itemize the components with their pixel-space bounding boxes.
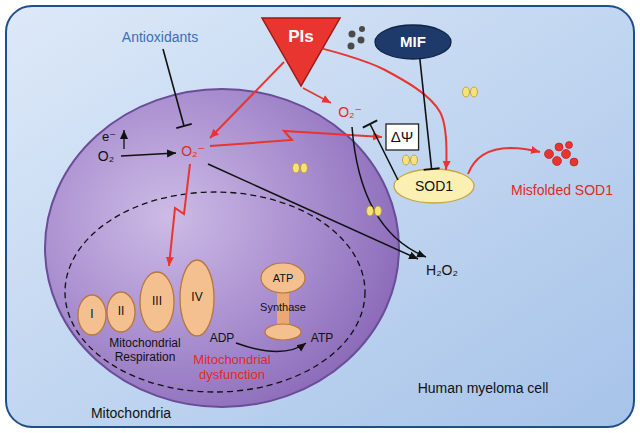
text-slot: Mitochondrial dysfunction (184, 353, 280, 383)
inhibition-bar (424, 168, 440, 170)
molecule-label: O₂⁻ (338, 104, 362, 120)
inhibition-bar (363, 120, 377, 127)
text-slot: Synthase (260, 301, 306, 314)
text-slot: O₂ (98, 148, 114, 164)
inhibition-line (370, 124, 398, 180)
node-label: ΔΨ (391, 128, 414, 145)
mif-dots (348, 26, 366, 50)
synthase-head (261, 263, 305, 293)
ellipse-outline (394, 169, 474, 203)
text-slot: IV (191, 291, 202, 305)
text-slot: Antioxidants (122, 29, 198, 45)
atp-synthase: ATP Synthase (255, 262, 311, 342)
node-label: III (152, 295, 162, 309)
ellipse-outline (375, 25, 451, 59)
text-slot: e⁻ (102, 130, 116, 145)
black-arrow (208, 164, 418, 259)
synthase-base (265, 324, 301, 340)
text-slot: III (152, 295, 162, 309)
inhibition-line (163, 49, 184, 126)
text-slot: H₂O₂ (426, 262, 458, 278)
connector (420, 59, 432, 169)
text-slot: O₂⁻ (181, 143, 205, 159)
process-label: Misfolded SOD1 (511, 182, 613, 198)
triangle-outline (262, 18, 340, 86)
text-slot: ATP (311, 332, 333, 346)
text-slot: Mitochondrial Respiration (99, 337, 191, 365)
sod1-dimers (293, 87, 478, 216)
node-label: I (90, 308, 93, 322)
molecule-label: O₂ (98, 148, 114, 164)
text-slot: II (118, 305, 125, 319)
node-label: SOD1 (415, 178, 453, 194)
ellipse-outline (180, 260, 214, 336)
text-slot: I (90, 308, 93, 322)
text-slot: SOD1 (415, 178, 453, 194)
box-outline (386, 124, 419, 150)
molecule-label: O₂⁻ (181, 143, 205, 159)
complex-ellipse: III (140, 272, 174, 332)
cell-outline: Human myeloma cellPIsMIFMitochondriaIIII… (5, 5, 635, 428)
mif-ellipse: MIF (375, 25, 451, 59)
potential-box: ΔΨ (386, 124, 419, 150)
text-slot: PIs (288, 27, 314, 47)
node-label: Human myeloma cell (418, 380, 549, 396)
inhibition-bar (176, 124, 191, 128)
mitochondrion-membrane (45, 89, 399, 407)
ellipse-outline (107, 292, 135, 332)
inner-membrane (65, 192, 365, 392)
node-label: MIF (400, 33, 426, 50)
red-arrow (468, 148, 540, 174)
red-arrow (303, 88, 331, 103)
complex-ellipse: I (78, 295, 106, 335)
node-label: IV (191, 291, 202, 305)
node-label: ATP (273, 272, 294, 285)
process-label: Mitochondrial dysfunction (184, 353, 280, 383)
connector (322, 49, 446, 170)
ellipse-outline (78, 295, 106, 335)
misfolded-aggregate (545, 142, 579, 167)
node-label: II (118, 305, 125, 319)
process-label: Mitochondrial Respiration (99, 337, 191, 365)
red-arrow (210, 62, 284, 138)
lightning-bolt (169, 164, 190, 266)
complex-ellipse: IV (180, 260, 214, 336)
lightning-bolt (210, 131, 382, 146)
black-arrow (352, 127, 426, 257)
molecule-label: ATP (311, 332, 333, 346)
text-slot: Misfolded SOD1 (511, 182, 613, 198)
text-slot: O₂⁻ (338, 104, 362, 120)
cell-outline (6, 6, 634, 427)
ellipse-outline (140, 272, 174, 332)
text-slot: ΔΨ (391, 128, 414, 145)
text-slot: Human myeloma cell (418, 380, 549, 396)
electron-label: e⁻ (102, 130, 116, 145)
molecule-label: ADP (210, 332, 235, 346)
node-label: Mitochondria (91, 405, 171, 421)
black-arrow (236, 343, 306, 352)
node-label: PIs (288, 27, 314, 47)
sod1-ellipse: SOD1 (394, 169, 474, 203)
drug-triangle: PIs (262, 18, 340, 86)
electron-arrow (123, 130, 124, 149)
text-slot: MIF (400, 33, 426, 50)
text-slot: Mitochondria (91, 405, 171, 421)
black-arrow (121, 153, 176, 156)
complex-ellipse: II (107, 292, 135, 332)
text-slot: ATP (273, 272, 294, 285)
molecule-label: H₂O₂ (426, 262, 458, 278)
node-label: Synthase (260, 301, 306, 314)
agent-label: Antioxidants (122, 29, 198, 45)
text-slot: ADP (210, 332, 235, 346)
